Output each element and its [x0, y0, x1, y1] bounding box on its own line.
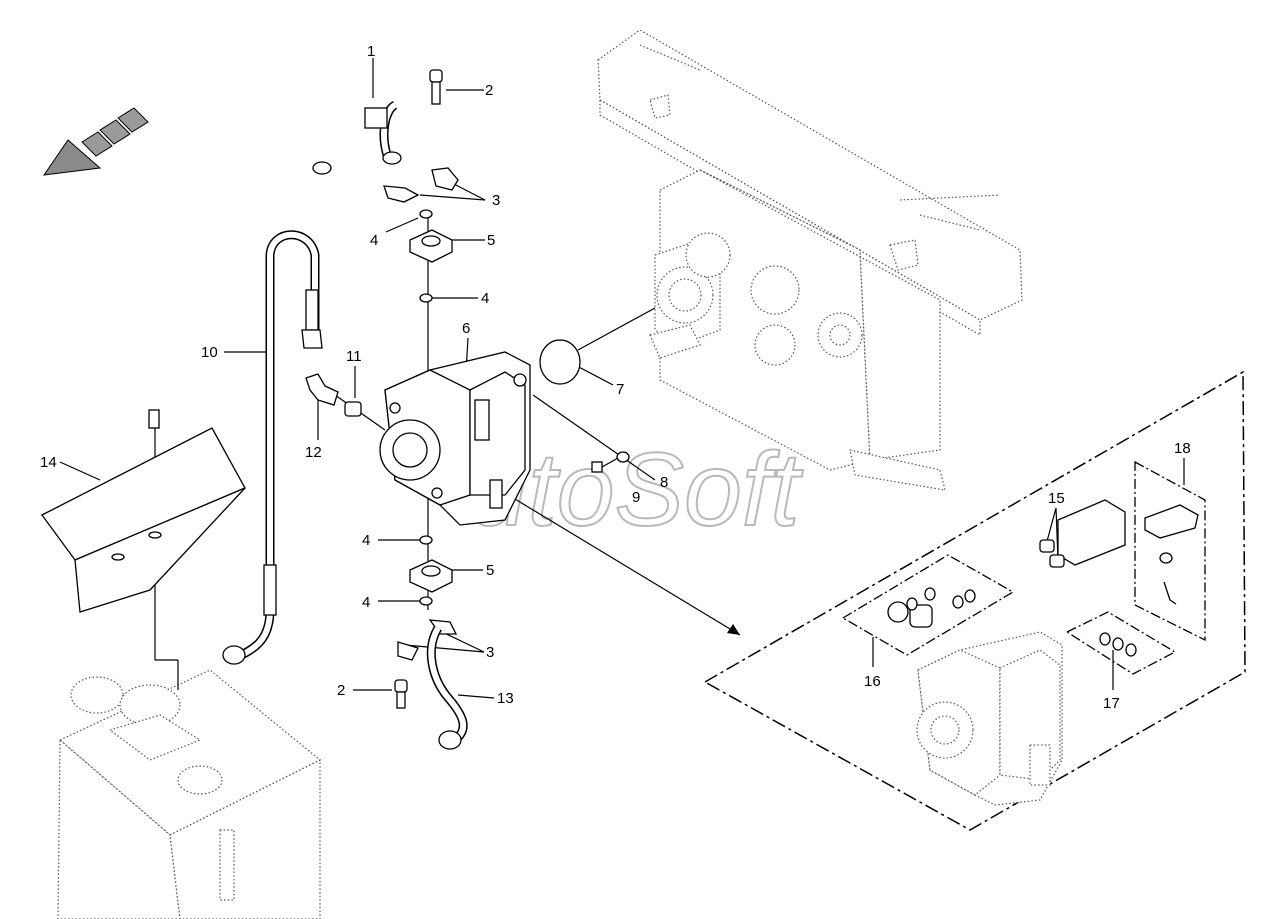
oring-part-4 — [419, 209, 433, 606]
hydraulic-tank-drawing — [57, 669, 322, 919]
screw-part-2-bottom — [394, 679, 408, 709]
oring-part-7 — [539, 339, 581, 385]
label-part-4-a: 4 — [370, 232, 378, 249]
label-part-7: 7 — [616, 381, 624, 398]
label-part-13: 13 — [497, 690, 514, 707]
label-part-18: 18 — [1174, 440, 1191, 457]
label-part-15: 15 — [1048, 490, 1065, 507]
tube-part-1 — [312, 100, 402, 175]
leader-lines — [59, 58, 1185, 699]
label-part-11: 11 — [346, 348, 362, 365]
label-part-12: 12 — [305, 444, 322, 461]
label-part-5-top: 5 — [487, 232, 495, 249]
label-part-3-top: 3 — [492, 192, 500, 209]
label-part-3-bottom: 3 — [486, 644, 494, 661]
washer-part-8 — [616, 451, 630, 463]
label-part-1: 1 — [367, 43, 375, 60]
valve-part-15 — [1039, 499, 1126, 568]
clamp-part-3-bottom — [397, 619, 458, 661]
label-part-8: 8 — [660, 474, 668, 491]
direction-arrow-icon — [42, 107, 149, 176]
pump-part-6 — [379, 351, 531, 526]
flange-part-5-bottom — [409, 559, 453, 593]
kit-part-16 — [841, 554, 1015, 656]
machine-frame-drawing — [597, 29, 1023, 491]
tube-part-13 — [426, 625, 468, 750]
cover-plate-part-14 — [41, 409, 246, 613]
label-part-17: 17 — [1103, 695, 1120, 712]
kit-part-18 — [1134, 460, 1206, 642]
fitting-part-11 — [344, 401, 362, 417]
label-part-4-b: 4 — [481, 290, 489, 307]
screw-part-2-top — [429, 69, 443, 105]
label-part-14: 14 — [40, 454, 57, 471]
flange-part-5-top — [409, 229, 453, 263]
clamp-part-3-top — [383, 167, 459, 203]
label-part-9: 9 — [632, 489, 640, 506]
part-number-labels: 1 2 3 4 5 4 6 7 8 9 10 11 12 14 4 5 4 3 … — [40, 43, 1191, 712]
label-part-10: 10 — [201, 344, 218, 361]
label-part-4-c: 4 — [362, 532, 370, 549]
kit-part-17 — [1065, 611, 1177, 675]
kit-boundary — [703, 370, 1246, 831]
label-part-16: 16 — [864, 673, 881, 690]
bolt-part-9 — [591, 457, 619, 473]
label-part-5-bottom: 5 — [486, 562, 494, 579]
label-part-2-bottom: 2 — [337, 682, 345, 699]
label-part-4-d: 4 — [362, 594, 370, 611]
pump-assembly-kit — [916, 631, 1063, 806]
elbow-part-12 — [305, 373, 339, 406]
label-part-2-top: 2 — [485, 82, 493, 99]
hose-part-10 — [222, 230, 323, 665]
label-part-6: 6 — [462, 320, 470, 337]
